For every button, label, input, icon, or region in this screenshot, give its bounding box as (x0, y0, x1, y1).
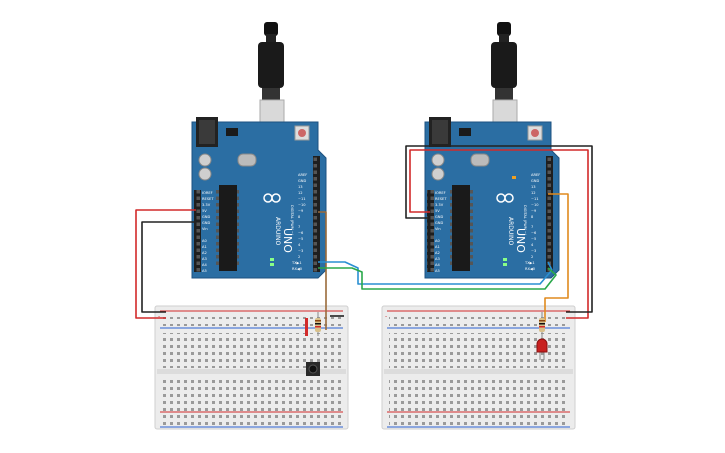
resistor-left[interactable] (315, 312, 321, 336)
svg-text:A2: A2 (202, 251, 207, 255)
wire-black-gnd-left (141, 221, 196, 313)
board-brand: ARDUINO (507, 217, 514, 246)
pushbutton[interactable] (306, 362, 320, 376)
svg-text:2: 2 (298, 255, 300, 259)
svg-text:~5: ~5 (298, 237, 303, 241)
svg-text:~11: ~11 (298, 197, 306, 201)
svg-text:IOREF: IOREF (435, 191, 446, 195)
board-model: UNO (514, 228, 527, 253)
svg-text:A2: A2 (435, 251, 440, 255)
svg-text:A5: A5 (435, 269, 440, 273)
arduino-uno-left: ARDUINO UNO DIGITAL (PWM ~) AREF GND 13 … (191, 117, 327, 279)
svg-text:A0: A0 (202, 239, 207, 243)
wire-black-right-top (405, 145, 593, 313)
svg-text:~6: ~6 (531, 231, 537, 235)
analog-pin-labels: A0 A1 A2 A3 A4 A5 (435, 239, 440, 273)
svg-text:8: 8 (298, 215, 301, 219)
digital-pin-labels: AREF GND 13 12 ~11 ~10 ~9 8 7 ~6 ~5 4 ~3… (524, 173, 540, 271)
svg-text:TX▶1: TX▶1 (524, 261, 535, 265)
board-brand: ARDUINO (274, 217, 281, 246)
breadboard-right (381, 305, 576, 430)
svg-text:GND: GND (202, 221, 210, 225)
svg-text:13: 13 (298, 185, 303, 189)
svg-text:GND: GND (298, 179, 306, 183)
svg-text:GND: GND (435, 215, 443, 219)
svg-text:~10: ~10 (298, 203, 306, 207)
wire-red-5v-left (135, 209, 196, 319)
svg-text:A5: A5 (202, 269, 207, 273)
rail-sign: - (158, 313, 160, 320)
svg-text:4: 4 (531, 243, 534, 247)
svg-text:5V: 5V (202, 209, 207, 213)
power-pin-labels: IOREF RESET 3.3V 5V GND GND Vin (435, 191, 447, 231)
svg-text:7: 7 (531, 225, 533, 229)
svg-text:GND: GND (435, 221, 443, 225)
svg-text:~6: ~6 (298, 231, 304, 235)
svg-text:A3: A3 (202, 257, 207, 261)
board-model: UNO (281, 228, 294, 253)
svg-text:7: 7 (298, 225, 300, 229)
wire-red-right-top (409, 149, 589, 319)
section-label: DIGITAL (PWM ~) (290, 205, 294, 236)
svg-text:GND: GND (202, 215, 210, 219)
svg-text:~3: ~3 (531, 249, 536, 253)
analog-pin-labels: A0 A1 A2 A3 A4 A5 (202, 239, 207, 273)
svg-text:IOREF: IOREF (202, 191, 213, 195)
svg-text:RESET: RESET (435, 197, 447, 201)
rail-sign: - (385, 313, 387, 320)
arduino-logo-icon (496, 193, 514, 203)
svg-text:~9: ~9 (531, 209, 537, 213)
jumper-red-left (305, 318, 308, 336)
breadboard-left (154, 305, 349, 430)
svg-text:~11: ~11 (531, 197, 539, 201)
power-pin-labels: IOREF RESET 3.3V 5V GND GND Vin (202, 191, 214, 231)
svg-text:13: 13 (531, 185, 536, 189)
svg-text:12: 12 (298, 191, 303, 195)
svg-text:AREF: AREF (298, 173, 307, 177)
svg-text:8: 8 (531, 215, 534, 219)
svg-text:~10: ~10 (531, 203, 539, 207)
svg-text:Vin: Vin (202, 227, 208, 231)
wires (135, 145, 593, 330)
svg-text:RX◀0: RX◀0 (525, 267, 536, 271)
section-label: DIGITAL (PWM ~) (523, 205, 527, 236)
svg-text:Vin: Vin (435, 227, 441, 231)
wire-green-serial (318, 267, 557, 290)
svg-text:2: 2 (531, 255, 533, 259)
arduino-uno-right: ARDUINO UNO DIGITAL (PWM ~) AREF GND 13 … (424, 117, 560, 279)
svg-text:A0: A0 (435, 239, 440, 243)
led-red[interactable] (536, 338, 548, 360)
svg-text:~5: ~5 (531, 237, 536, 241)
wire-brown-left (318, 211, 327, 330)
svg-text:12: 12 (531, 191, 536, 195)
svg-text:3.3V: 3.3V (202, 203, 211, 207)
digital-pin-labels: AREF GND 13 12 ~11 ~10 ~9 8 7 ~6 ~5 4 ~3… (291, 173, 307, 271)
svg-text:GND: GND (531, 179, 539, 183)
svg-text:RX◀0: RX◀0 (292, 267, 303, 271)
usb-cable-right (491, 22, 518, 137)
svg-text:A4: A4 (435, 263, 440, 267)
usb-cable-left (258, 22, 285, 137)
svg-text:RESET: RESET (202, 197, 214, 201)
svg-text:A1: A1 (435, 245, 440, 249)
wire-orange (544, 193, 569, 322)
svg-text:A4: A4 (202, 263, 207, 267)
svg-text:TX▶1: TX▶1 (291, 261, 302, 265)
resistor-right[interactable] (539, 312, 545, 340)
wire-blue-serial (318, 261, 553, 285)
svg-text:A1: A1 (202, 245, 207, 249)
arduino-logo-icon (263, 193, 281, 203)
svg-text:4: 4 (298, 243, 301, 247)
svg-text:AREF: AREF (531, 173, 540, 177)
svg-text:~3: ~3 (298, 249, 303, 253)
svg-text:~9: ~9 (298, 209, 304, 213)
svg-text:A3: A3 (435, 257, 440, 261)
svg-text:5V: 5V (435, 209, 440, 213)
svg-text:3.3V: 3.3V (435, 203, 444, 207)
